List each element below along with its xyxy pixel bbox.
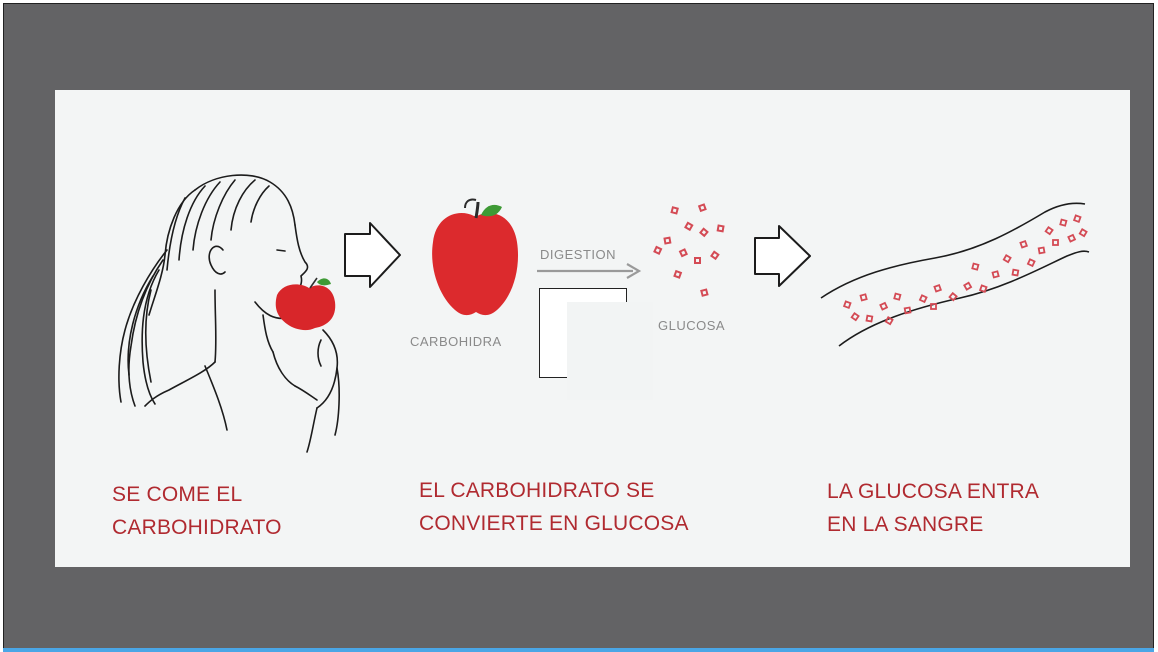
right-arrow-icon bbox=[754, 225, 811, 287]
step-3-caption-line2: EN LA SANGRE bbox=[827, 513, 984, 536]
digestion-label: DIGESTION bbox=[540, 247, 617, 262]
diagram-illustration bbox=[118, 174, 1090, 453]
woman-eating-apple-illustration bbox=[118, 174, 340, 453]
step-1-caption-line1: SE COME EL bbox=[112, 483, 243, 506]
blood-vessel-illustration bbox=[820, 202, 1090, 347]
glucose-label: GLUCOSA bbox=[658, 318, 726, 333]
glucose-particles bbox=[653, 203, 725, 297]
bottom-edge-bar bbox=[3, 648, 1154, 652]
step-3-caption-line1: LA GLUCOSA ENTRA bbox=[827, 480, 1040, 503]
step-2-caption-line1: EL CARBOHIDRATO SE bbox=[419, 479, 655, 502]
diagram-panel: CARBOHIDRA DIGESTION GLUCOSA SE COME EL … bbox=[55, 90, 1130, 567]
apple-icon bbox=[432, 198, 519, 316]
small-apple-icon bbox=[275, 277, 336, 331]
digestion-arrow bbox=[537, 263, 642, 279]
step-2-caption-line2: CONVIERTE EN GLUCOSA bbox=[419, 512, 689, 535]
apple-label: CARBOHIDRA bbox=[410, 334, 502, 349]
right-arrow-icon bbox=[344, 222, 401, 288]
step-1-caption-line2: CARBOHIDRATO bbox=[112, 516, 282, 539]
overlay-patch bbox=[567, 302, 653, 400]
